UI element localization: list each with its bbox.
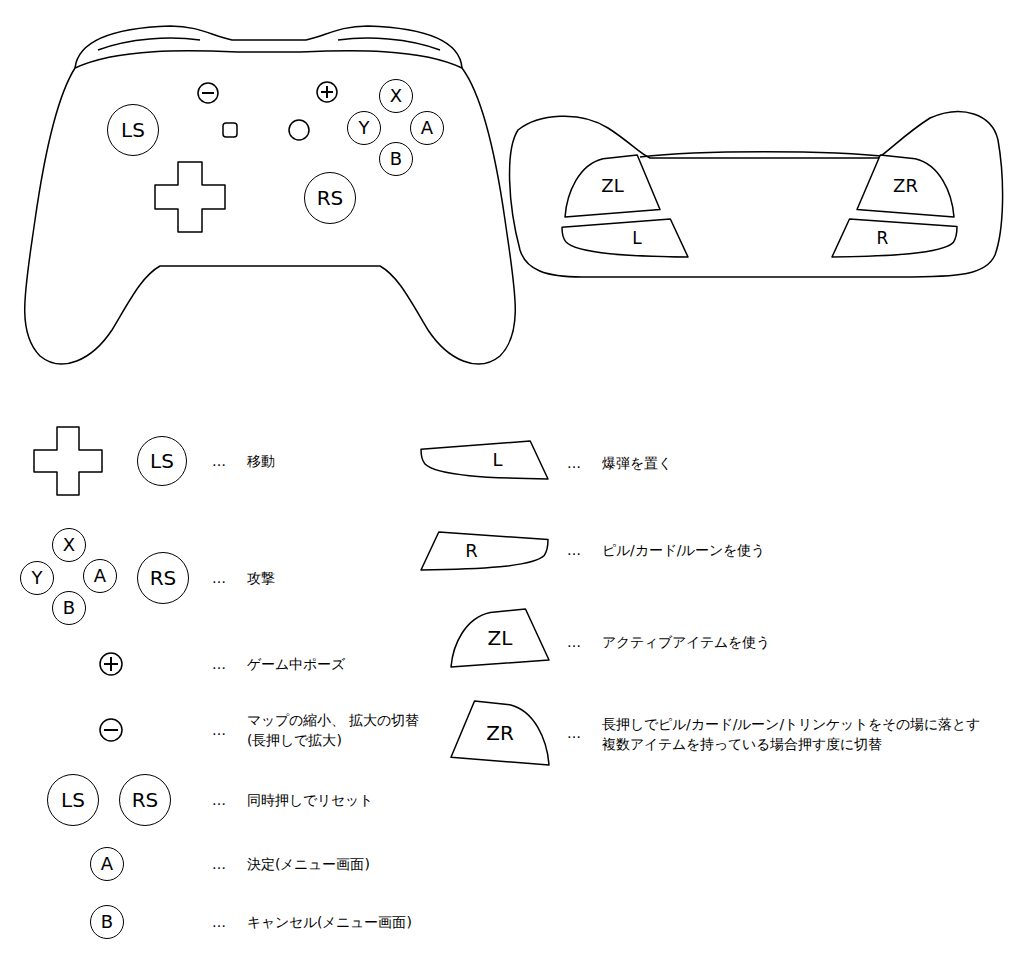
description-text: アクティブアイテムを使う — [602, 632, 770, 652]
button-circle: X — [52, 528, 86, 562]
button-circle: Y — [347, 111, 381, 145]
ellipsis: … — [212, 912, 226, 932]
button-circle: B — [379, 142, 413, 176]
ellipsis: … — [567, 632, 581, 652]
button-label: RS — [317, 188, 344, 208]
shoulder-button: ZR — [857, 155, 954, 217]
shoulder-button: R — [832, 219, 957, 257]
minus-sign — [104, 729, 118, 731]
button-label: LS — [150, 451, 174, 471]
bumper-line — [98, 38, 200, 50]
description-text: 攻撃 — [247, 568, 275, 588]
button-label: L — [492, 451, 502, 469]
shoulder-button: ZR — [451, 701, 549, 765]
ellipsis: … — [567, 723, 581, 743]
button-label: B — [390, 150, 402, 168]
shoulder-button: L — [421, 441, 548, 479]
button-circle: RS — [304, 172, 356, 224]
description-text: 移動 — [247, 451, 275, 471]
button-circle: RS — [137, 552, 189, 604]
ellipsis: … — [212, 568, 226, 588]
button-label: ZL — [601, 177, 623, 195]
button-label: B — [63, 599, 75, 617]
button-label: Y — [359, 119, 370, 137]
button-circle: LS — [107, 104, 159, 156]
button-label: RS — [150, 568, 177, 588]
button-outline — [421, 441, 548, 479]
ellipsis: … — [212, 451, 226, 471]
button-label: A — [94, 567, 106, 585]
description-text: ゲーム中ポーズ — [247, 654, 345, 674]
ellipsis: … — [567, 540, 581, 560]
ellipsis: … — [567, 453, 581, 473]
button-label: A — [421, 119, 433, 137]
button-circle: B — [90, 905, 124, 939]
button-label: R — [877, 230, 889, 247]
button-circle: LS — [47, 774, 99, 826]
button-circle: B — [52, 591, 86, 625]
ellipsis: … — [212, 854, 226, 874]
home-button — [289, 120, 309, 140]
shoulder-button: ZL — [565, 155, 660, 217]
button-circle: A — [83, 559, 117, 593]
ellipsis: … — [212, 790, 226, 810]
plus-button — [100, 653, 122, 675]
description-text: 同時押しでリセット — [247, 790, 373, 810]
description-text: キャンセル(メニュー画面) — [247, 912, 412, 932]
button-circle: RS — [119, 774, 171, 826]
button-label: LS — [61, 790, 85, 810]
side-view-line — [640, 152, 890, 157]
capture-button — [223, 123, 237, 137]
plus-sign — [326, 86, 328, 98]
button-label: L — [632, 230, 641, 247]
minus-sign — [202, 92, 214, 94]
shoulder-button: ZL — [451, 609, 549, 667]
plus-button — [317, 82, 337, 102]
button-label: X — [63, 536, 75, 554]
plus-sign — [110, 657, 112, 671]
minus-button — [100, 719, 122, 741]
minus-button — [198, 83, 218, 103]
controller-side-view — [510, 112, 1003, 277]
button-outline — [832, 219, 957, 257]
button-label: ZL — [488, 628, 513, 648]
description-text: ピル/カード/ルーンを使う — [602, 540, 765, 560]
button-circle: Y — [20, 561, 54, 595]
button-circle: X — [379, 79, 413, 113]
dpad — [34, 427, 102, 495]
button-label: X — [390, 87, 402, 105]
dpad — [155, 162, 225, 232]
button-label: ZR — [486, 723, 514, 743]
button-label: R — [465, 542, 478, 560]
button-label: Y — [32, 569, 43, 587]
description-text: 長押しでピル/カード/ルーン/トリンケットをその場に落とす 複数アイテムを持って… — [602, 714, 1024, 755]
button-label: ZR — [893, 177, 918, 195]
description-text: マップの縮小、 拡大の切替(長押しで拡大) — [247, 710, 479, 751]
button-outline — [562, 219, 688, 257]
button-circle: A — [90, 847, 124, 881]
shoulder-button: R — [421, 532, 548, 570]
bumper-line — [338, 38, 440, 50]
button-circle: LS — [137, 436, 187, 486]
button-label: B — [101, 913, 113, 931]
controller-body — [25, 51, 516, 364]
shoulder-button: L — [562, 219, 688, 257]
button-circle: A — [410, 111, 444, 145]
button-outline — [421, 532, 548, 570]
ellipsis: … — [212, 720, 226, 740]
button-label: RS — [132, 790, 159, 810]
button-label: A — [101, 855, 113, 873]
ellipsis: … — [212, 654, 226, 674]
description-text: 爆弾を置く — [602, 453, 672, 473]
description-text: 決定(メニュー画面) — [247, 854, 370, 874]
button-label: LS — [121, 120, 145, 140]
